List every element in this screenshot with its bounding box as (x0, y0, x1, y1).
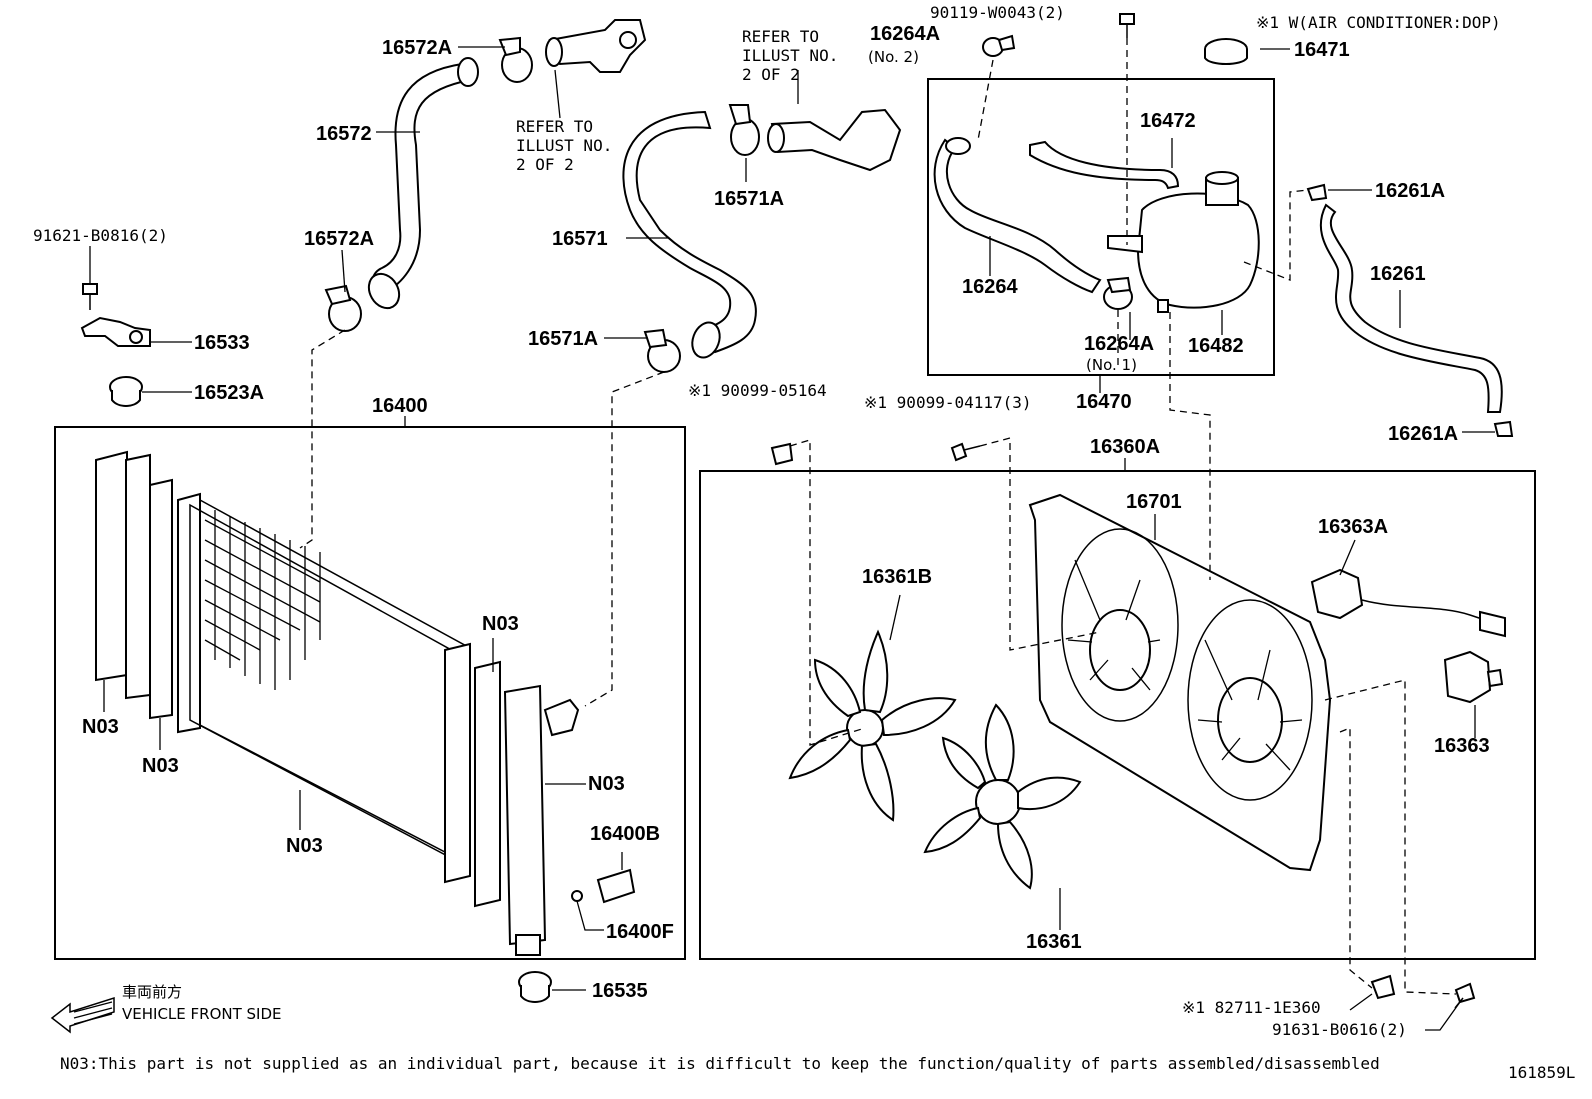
upper-radiator-hose (367, 57, 479, 310)
label-n03-a: N03 (82, 716, 119, 738)
label-16571A-top: 16571A (714, 188, 784, 210)
refer-left-line1: REFER TO (516, 117, 593, 136)
bolt-91621 (82, 283, 98, 310)
clip-82711 (1370, 974, 1396, 1000)
label-ac-note: ※1 W(AIR CONDITIONER:DOP) (1256, 13, 1501, 32)
label-n03-d: N03 (482, 613, 519, 635)
lower-radiator-hose (622, 110, 757, 359)
label-16701: 16701 (1126, 491, 1182, 513)
bolt-90099-04117 (950, 442, 981, 462)
bracket-16533 (80, 316, 151, 347)
water-outlet-right (767, 108, 902, 172)
fan-motor-16363A (1310, 568, 1506, 638)
label-16533: 16533 (194, 332, 250, 354)
label-82711: ※1 82711-1E360 (1182, 998, 1321, 1017)
water-outlet-left (545, 19, 647, 73)
label-16572A-top: 16572A (382, 37, 452, 59)
label-16261A-low: 16261A (1388, 423, 1458, 445)
assembly-lines (299, 38, 1457, 995)
refer-left-line2: ILLUST NO. (516, 136, 612, 155)
label-16264: 16264 (962, 276, 1018, 298)
label-no2: (No. 2) (868, 48, 919, 66)
vehicle-front-label-en: VEHICLE FRONT SIDE (122, 1005, 282, 1023)
vehicle-front-arrow-icon (50, 996, 115, 1034)
label-90119: 90119-W0043(2) (930, 3, 1065, 22)
label-16361: 16361 (1026, 931, 1082, 953)
clamp-16571A-top (728, 104, 760, 156)
drain-cock-16400B (571, 868, 636, 904)
bolt-90119 (1119, 13, 1135, 38)
label-16261A-top: 16261A (1375, 180, 1445, 202)
label-91631: 91631-B0616(2) (1272, 1020, 1407, 1039)
clip-16261A-low (1493, 420, 1514, 437)
fan-motor-16363 (1443, 650, 1504, 704)
label-n03-c: N03 (286, 835, 323, 857)
label-16363A: 16363A (1318, 516, 1388, 538)
label-no1: (No. 1) (1086, 356, 1137, 374)
diagram-id: 161859L (1508, 1063, 1575, 1082)
vehicle-front-label-jp: 車両前方 (122, 983, 182, 1001)
radiator-core (95, 450, 580, 956)
hose-16261 (1319, 203, 1503, 413)
label-16264A-no2: 16264A (870, 23, 940, 45)
fan-16361 (923, 703, 1082, 890)
fan-shroud-assembly-box (699, 470, 1536, 960)
radiator-assembly-box (54, 426, 686, 960)
bolt-91631 (1454, 982, 1476, 1009)
clamp-16264A-no2 (982, 34, 1016, 57)
clamp-16264A-no1 (1103, 276, 1133, 310)
label-16523A: 16523A (194, 382, 264, 404)
reservoir-tank-16482 (1107, 171, 1260, 313)
label-16264A-no1: 16264A (1084, 333, 1154, 355)
hose-16472 (1029, 140, 1180, 190)
leader-lines (89, 46, 1495, 1031)
clamp-16571A-low (643, 328, 681, 373)
overflow-hose-16264 (933, 137, 1102, 294)
label-16571: 16571 (552, 228, 608, 250)
label-16400F: 16400F (606, 921, 674, 943)
label-90099-05164: ※1 90099-05164 (688, 381, 827, 400)
cushion-16523A (109, 376, 143, 407)
label-16400: 16400 (372, 395, 428, 417)
label-16400B: 16400B (590, 823, 660, 845)
cushion-16535 (518, 971, 552, 1003)
radiator-fin-grid (204, 510, 321, 690)
label-n03-e: N03 (588, 773, 625, 795)
label-16535: 16535 (592, 980, 648, 1002)
label-16472: 16472 (1140, 110, 1196, 132)
refer-left-line3: 2 OF 2 (516, 155, 574, 174)
label-16261: 16261 (1370, 263, 1426, 285)
refer-right-line1: REFER TO (742, 27, 819, 46)
label-16363: 16363 (1434, 735, 1490, 757)
fan-16361B (788, 629, 957, 822)
label-16572A-low: 16572A (304, 228, 374, 250)
label-16470: 16470 (1076, 391, 1132, 413)
label-90099-04117: ※1 90099-04117(3) (864, 393, 1032, 412)
reservoir-assembly-box (927, 78, 1275, 376)
footnote: N03:This part is not supplied as an indi… (60, 1054, 1380, 1073)
label-16360A: 16360A (1090, 436, 1160, 458)
label-16361B: 16361B (862, 566, 932, 588)
clamp-16572A-top (498, 36, 533, 83)
reservoir-cap (1204, 38, 1248, 65)
refer-right-line2: ILLUST NO. (742, 46, 838, 65)
label-16572: 16572 (316, 123, 372, 145)
label-16471: 16471 (1294, 39, 1350, 61)
refer-right-line3: 2 OF 2 (742, 65, 800, 84)
bolt-90099-05164 (770, 442, 794, 466)
label-n03-b: N03 (142, 755, 179, 777)
label-91621: 91621-B0816(2) (33, 226, 168, 245)
clamp-16572A-low (324, 284, 362, 332)
fan-shroud-16701 (1028, 493, 1332, 872)
label-16571A-low: 16571A (528, 328, 598, 350)
clip-16261A-top (1306, 183, 1328, 202)
label-16482: 16482 (1188, 335, 1244, 357)
